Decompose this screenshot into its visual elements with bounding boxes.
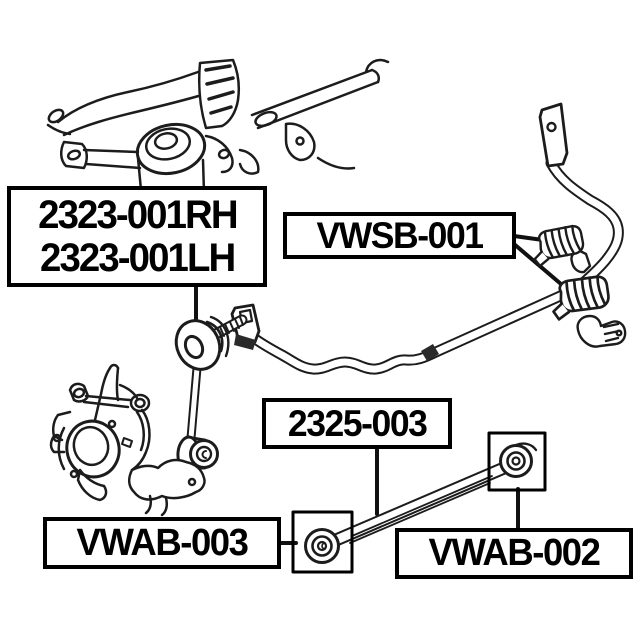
part-number: VWAB-002 bbox=[428, 532, 601, 575]
label-arm-bushing-front: VWAB-003 bbox=[43, 517, 281, 569]
stabilizer-bushing-rear-drawing bbox=[552, 275, 610, 321]
part-number-rh: 2323-001RH bbox=[37, 193, 238, 238]
stabilizer-bar-drawing bbox=[230, 102, 624, 375]
part-number: VWSB-001 bbox=[316, 214, 484, 256]
label-stabilizer-link: 2323-001RH 2323-001LH bbox=[7, 186, 267, 287]
bushing-callout-squares bbox=[291, 431, 547, 574]
rear-subframe-drawing bbox=[46, 58, 390, 202]
part-number: 2325-003 bbox=[287, 402, 428, 444]
part-number-lh: 2323-001LH bbox=[39, 235, 236, 280]
callout-square-front-bushing bbox=[291, 510, 354, 574]
callout-square-rear-bushing bbox=[487, 431, 547, 492]
stabilizer-link-drawing bbox=[174, 314, 248, 471]
stabilizer-bushing-front-drawing bbox=[533, 224, 585, 268]
label-track-control-rod: 2325-003 bbox=[262, 398, 452, 449]
wheel-knuckle-drawing bbox=[49, 363, 206, 517]
part-number: VWAB-003 bbox=[76, 521, 249, 564]
label-stabilizer-bushing: VWSB-001 bbox=[283, 212, 516, 259]
leader-lines bbox=[194, 234, 570, 545]
track-control-rod-drawing bbox=[304, 442, 538, 564]
label-arm-bushing-rear: VWAB-002 bbox=[395, 528, 633, 579]
leader-bushing-lower bbox=[512, 242, 570, 292]
bushing-bracket-drawing bbox=[576, 314, 627, 348]
